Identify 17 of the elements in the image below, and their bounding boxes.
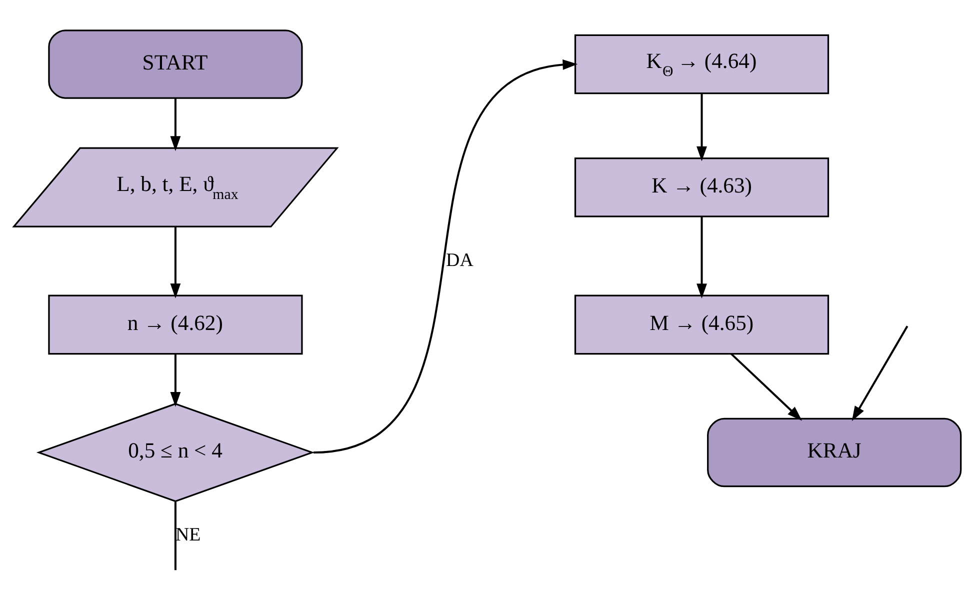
node-box: M → (4.65) <box>574 294 830 354</box>
arrow <box>170 353 181 406</box>
connector <box>174 501 176 570</box>
arrow <box>696 216 707 298</box>
arrow <box>170 98 181 151</box>
arrow <box>313 58 578 454</box>
node-box: K → (4.63) <box>574 156 830 217</box>
arrow <box>696 93 707 161</box>
arrow <box>730 352 802 420</box>
node-diamond: 0,5 ≤ n < 4 <box>36 402 315 502</box>
node-box: KRAJ <box>707 417 962 487</box>
arrow <box>170 226 181 298</box>
node-box: START <box>48 29 303 98</box>
node-box: n → (4.62) <box>48 294 303 354</box>
arrow <box>852 325 908 421</box>
node-box: K$_{Θ}$ → (4.64) <box>574 34 830 94</box>
edge-label: DA <box>446 250 474 271</box>
